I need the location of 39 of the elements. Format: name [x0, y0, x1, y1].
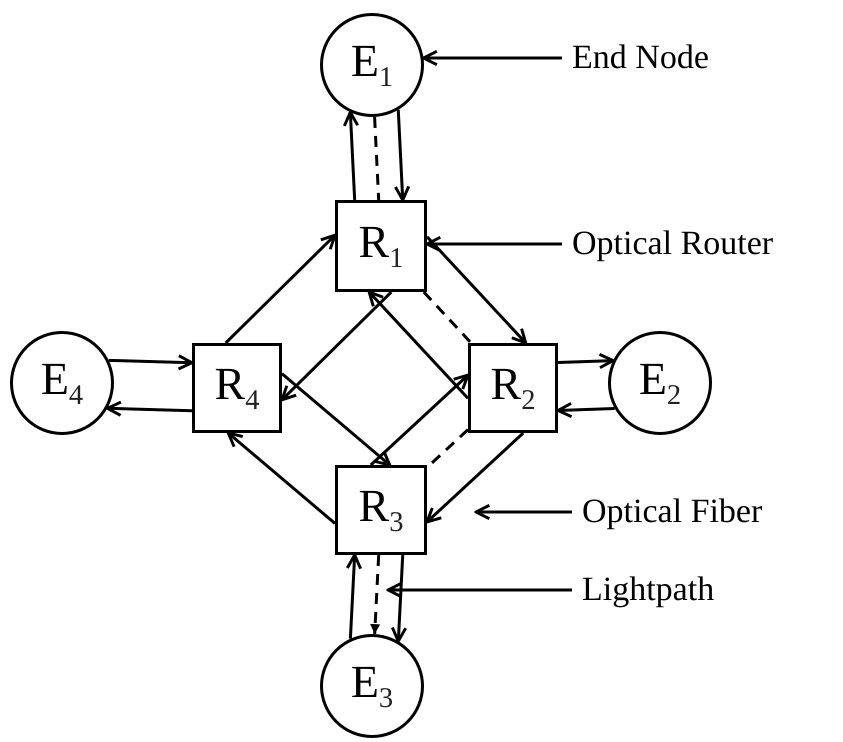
leader-arrow [386, 582, 572, 598]
arrow [108, 354, 194, 370]
arrow [280, 290, 392, 402]
arrow [390, 554, 408, 643]
arrow [346, 554, 362, 639]
router-box [468, 343, 558, 433]
router-box [335, 200, 427, 292]
node-label: R$_{1}$ [358, 218, 404, 274]
node-label: R$_{2}$ [490, 360, 536, 416]
router-box [335, 465, 427, 555]
leader-arrow [422, 50, 562, 66]
callout-label: Lightpath [582, 568, 714, 612]
leader-arrow [426, 236, 562, 252]
arrow [370, 374, 470, 466]
arrow [281, 372, 392, 466]
callout-label: Optical Fiber [582, 490, 762, 534]
node-label: R$_{4}$ [214, 360, 260, 416]
arrow [556, 402, 615, 418]
arrow [106, 400, 192, 417]
arrow [368, 290, 470, 400]
node-label: R$_{3}$ [358, 482, 404, 538]
arrow [558, 352, 615, 370]
node-label: E$_{3}$ [350, 658, 394, 714]
arrow [342, 110, 360, 200]
dashed-arrow [370, 554, 380, 634]
callout-label: End Node [572, 36, 709, 80]
arrow [426, 432, 524, 524]
callout-label: Optical Router [572, 222, 774, 266]
leader-arrow [474, 504, 572, 520]
arrow [224, 234, 336, 344]
node-label: E$_{2}$ [638, 356, 682, 410]
dashed-line [373, 116, 380, 200]
router-box [192, 343, 282, 433]
arrow [426, 236, 528, 344]
arrow [394, 110, 410, 202]
node-label: E$_{1}$ [350, 38, 394, 92]
dashed-line [422, 290, 472, 344]
arrow [226, 432, 336, 525]
node-label: E$_{4}$ [40, 356, 84, 410]
